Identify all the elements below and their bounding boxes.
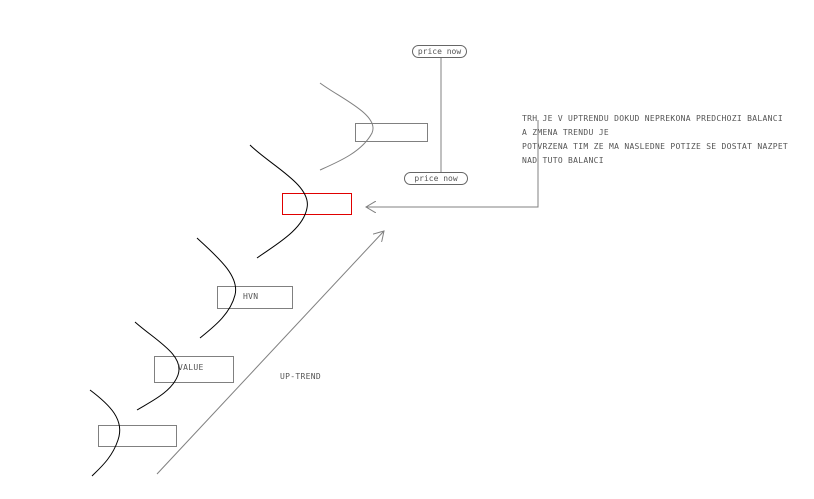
trend-note: TRH JE V UPTRENDU DOKUD NEPREKONA PREDCH… [522,112,792,168]
note-line-2: POTVRZENA TIM ZE MA NASLEDNE POTIZE SE D… [522,142,789,165]
note-arrow [366,120,539,207]
profile-curve-1 [89,389,121,477]
hvn-label: HVN [243,292,259,301]
balance-box-current [282,193,352,215]
profile-curve-top [319,82,374,171]
profile-curve-2 [134,321,180,411]
uptrend-arrow [156,231,384,475]
balance-box-1 [98,425,177,447]
profile-curve-4 [249,144,308,259]
price-now-top: price now [412,45,467,58]
uptrend-label: UP-TREND [280,372,321,381]
balance-box-2 [154,356,234,383]
value-label: VALUE [178,363,204,372]
note-line-1: TRH JE V UPTRENDU DOKUD NEPREKONA PREDCH… [522,114,783,137]
balance-box-3 [217,286,293,309]
profile-curve-3 [196,237,237,339]
balance-box-top [355,123,428,142]
price-now-bottom: price now [404,172,468,185]
